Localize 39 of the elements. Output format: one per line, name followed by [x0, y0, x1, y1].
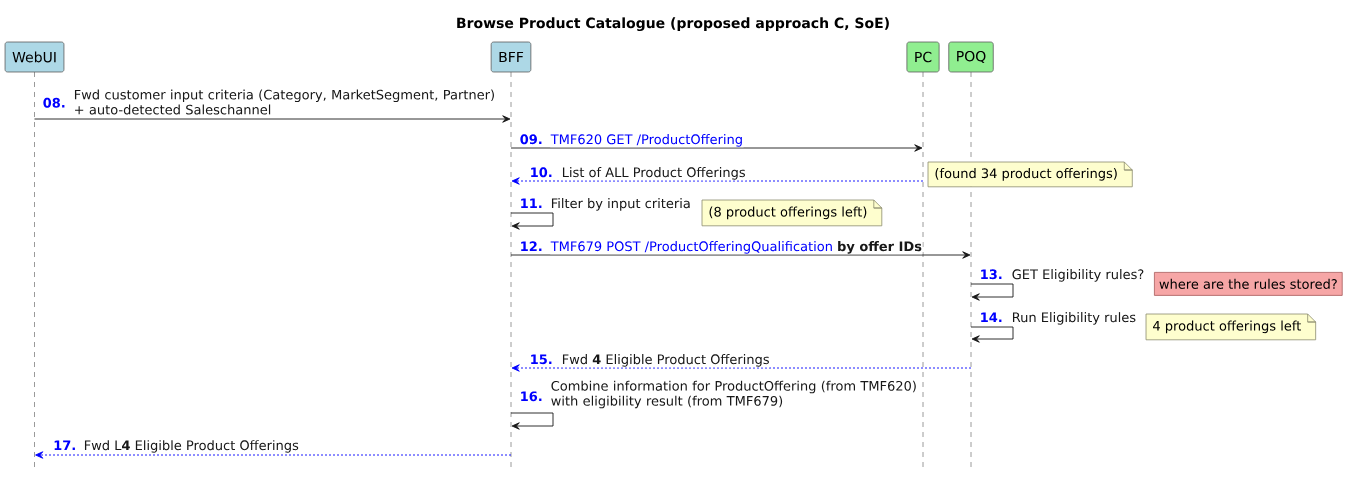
sequence-number: 17. [54, 440, 75, 450]
highlight-box: where are the rules stored? [1154, 272, 1343, 296]
participant-box: POQ [948, 41, 994, 73]
arrow [34, 115, 511, 123]
edge-label: Fwd 4 Eligible Product Offerings [561, 353, 771, 368]
edge-label: Run Eligibility rules [1011, 311, 1137, 326]
participant-box: WebUI [4, 41, 65, 73]
edge-label: Combine information for ProductOffering (from TMF620) with eligibility result (from TMF679) [551, 380, 916, 409]
edge-label: Fwd L4 Eligible Product Offerings [83, 439, 300, 454]
dashed-arrow [511, 364, 972, 372]
edge-label: List of ALL Product Offerings [561, 166, 747, 181]
sequence-number: 12. [521, 241, 542, 251]
sequence-number: 15. [531, 354, 552, 365]
edge-label: TMF620 GET /ProductOffering [550, 133, 744, 148]
sequence-number: 16. [521, 391, 542, 402]
sequence-number: 14. [981, 312, 1002, 322]
edge-label: TMF679 POST /ProductOfferingQualification by offer IDs [550, 240, 923, 255]
edge-label: Filter by input criteria [550, 197, 692, 212]
loop-arrow [970, 283, 1014, 301]
sequence-number: 09. [520, 134, 542, 145]
sequence-number: 08. [43, 97, 65, 108]
participant-box: BFF [490, 41, 532, 73]
loop-arrow [510, 212, 554, 230]
sequence-number: 10. [531, 167, 552, 178]
note: 4 product offerings left [1145, 313, 1317, 341]
edge-label: Fwd customer input criteria (Category, MarketSegment, Partner) + auto-detected Saleschannel [74, 89, 494, 115]
sequence-number: 13. [981, 269, 1002, 280]
arrow [510, 251, 971, 259]
loop-arrow [510, 412, 554, 430]
note: (8 product offerings left) [701, 199, 883, 227]
loop-arrow [970, 326, 1014, 343]
sequence-number: 11. [521, 198, 542, 208]
arrow [510, 144, 923, 152]
edge-label: GET Eligibility rules? [1011, 268, 1145, 283]
title: Browse Product Catalogue (proposed approach C, SoE) [457, 17, 889, 32]
participant-box: PC [906, 41, 940, 73]
note: (found 34 product offerings) [927, 161, 1133, 188]
dashed-arrow [35, 451, 512, 459]
dashed-arrow [511, 177, 924, 185]
